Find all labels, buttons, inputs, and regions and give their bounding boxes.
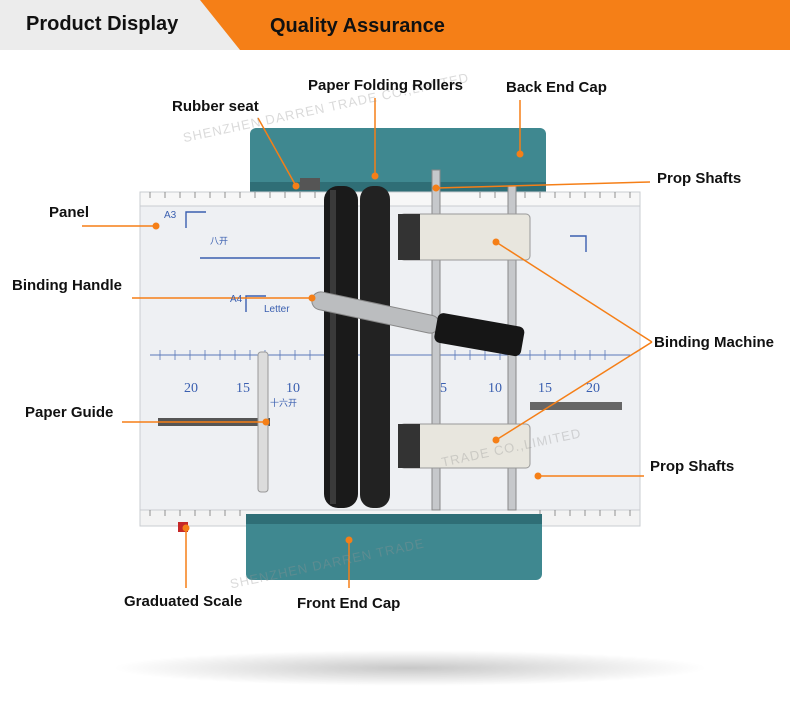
label-binding-machine: Binding Machine <box>654 334 774 351</box>
label-rubber-seat: Rubber seat <box>172 98 259 115</box>
label-prop-shafts-top: Prop Shafts <box>657 170 742 187</box>
mark-shiliukai: 十六开 <box>270 397 297 408</box>
machine-shadow <box>110 650 710 686</box>
header-bar: Product Display Quality Assurance <box>0 0 790 50</box>
leader-dots <box>152 150 542 544</box>
label-panel: Panel <box>49 204 90 221</box>
tab-product-display-label: Product Display <box>26 13 179 35</box>
label-paper-guide: Paper Guide <box>25 404 114 421</box>
num-15-left: 15 <box>236 381 250 396</box>
label-binding-handle: Binding Handle <box>12 277 122 294</box>
num-5-right: 5 <box>440 381 447 396</box>
tab-product-display[interactable]: Product Display <box>0 0 240 50</box>
label-back-end-cap: Back End Cap <box>506 79 607 96</box>
leader-lines <box>82 98 653 588</box>
paper-folding-roller-right <box>360 186 390 508</box>
label-front-end-cap: Front End Cap <box>297 595 401 612</box>
paper-folding-roller-left <box>324 186 358 508</box>
mark-bakai: 八开 <box>210 236 228 246</box>
back-end-cap <box>250 128 546 192</box>
tab-quality-assurance-label: Quality Assurance <box>270 15 445 37</box>
num-20-left: 20 <box>184 381 198 396</box>
mark-letter: Letter <box>264 304 290 315</box>
mark-a4: A4 <box>230 294 243 305</box>
num-10-right: 10 <box>488 381 502 396</box>
label-graduated-scale: Graduated Scale <box>124 593 243 610</box>
tab-quality-assurance[interactable]: Quality Assurance <box>200 0 790 50</box>
rubber-seat <box>300 178 320 190</box>
label-paper-folding-rollers: Paper Folding Rollers <box>308 77 464 94</box>
front-end-cap <box>246 514 542 580</box>
paper-guide-slot-right <box>530 402 622 410</box>
num-10-left: 10 <box>286 381 300 396</box>
label-prop-shafts-bottom: Prop Shafts <box>650 458 735 475</box>
binding-handle-grip <box>434 313 525 357</box>
num-20-right: 20 <box>586 381 600 396</box>
mark-a3: A3 <box>164 210 177 221</box>
num-15-right: 15 <box>538 381 552 396</box>
